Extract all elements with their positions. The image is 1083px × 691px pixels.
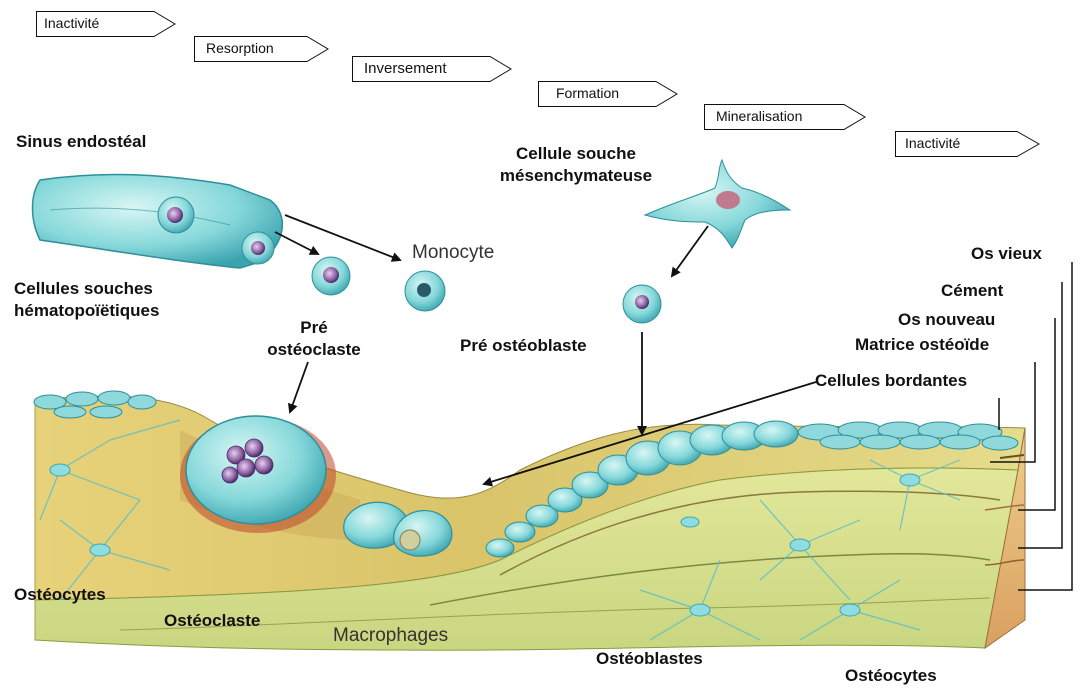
- label-hsc-line1: Cellules souches: [14, 278, 159, 300]
- monocyte-cell: [405, 271, 445, 311]
- osteoclast-cell: [180, 416, 336, 533]
- preosteoclast-cell: [312, 257, 350, 295]
- label-cement: Cément: [941, 280, 1003, 302]
- label-preosteoclast-line1: Pré: [254, 317, 374, 339]
- phase-label: Formation: [556, 85, 619, 101]
- label-msc-line2: mésenchymateuse: [456, 165, 696, 187]
- label-preosteoclast: Pré ostéoclaste: [254, 317, 374, 361]
- label-monocyte: Monocyte: [412, 242, 494, 264]
- label-preosteoclast-line2: ostéoclaste: [254, 339, 374, 361]
- arrow-to-monocyte: [285, 215, 400, 260]
- arrow-to-preosteoblast: [672, 226, 708, 276]
- phase-label: Resorption: [206, 40, 274, 56]
- label-os-nouveau: Os nouveau: [898, 309, 995, 331]
- arrow-to-osteoclast: [290, 362, 308, 412]
- sinus-vessel: [33, 175, 283, 268]
- label-sinus-endosteal: Sinus endostéal: [16, 131, 146, 153]
- lining-cells-right: [798, 422, 1018, 450]
- leader-os-vieux: [1018, 262, 1072, 590]
- label-preosteoblast: Pré ostéoblaste: [460, 335, 587, 357]
- phase-label: Inactivité: [44, 15, 99, 31]
- arrow-to-preosteoclast: [275, 232, 318, 254]
- label-matrice-osteoide: Matrice ostéoïde: [855, 334, 989, 356]
- label-osteoclaste: Ostéoclaste: [164, 610, 260, 632]
- label-msc: Cellule souche mésenchymateuse: [456, 143, 696, 187]
- preosteoblast-cell: [623, 285, 661, 323]
- label-hsc-line2: hématopoïëtiques: [14, 300, 159, 322]
- label-msc-line1: Cellule souche: [456, 143, 696, 165]
- label-osteocytes-left: Ostéocytes: [14, 584, 106, 606]
- label-osteocytes-right: Ostéocytes: [845, 665, 937, 687]
- phase-label: Inversement: [364, 60, 447, 77]
- label-os-vieux: Os vieux: [971, 243, 1042, 265]
- label-osteoblastes: Ostéoblastes: [596, 648, 703, 670]
- phase-label: Inactivité: [905, 135, 960, 151]
- label-cellules-bordantes: Cellules bordantes: [815, 370, 967, 392]
- label-hsc: Cellules souches hématopoïëtiques: [14, 278, 159, 322]
- label-macrophages: Macrophages: [333, 625, 448, 647]
- phase-label: Mineralisation: [716, 108, 802, 124]
